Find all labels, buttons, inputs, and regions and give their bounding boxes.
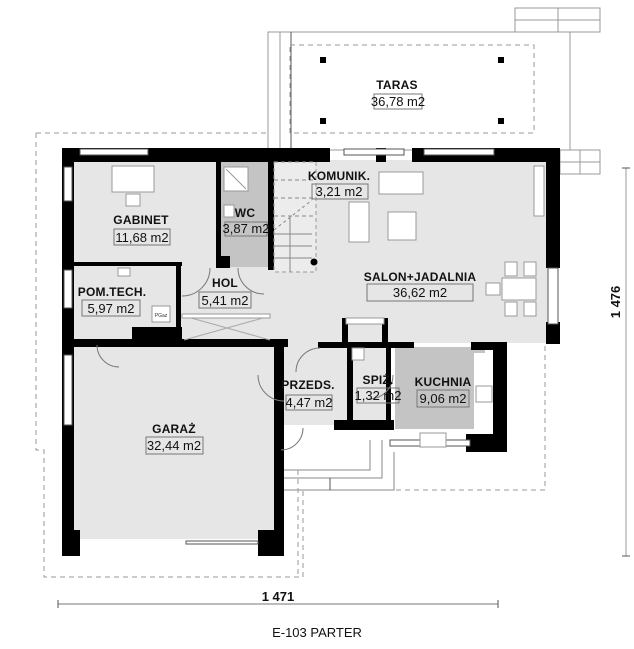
svg-text:WC: WC [235, 206, 256, 220]
staircase [273, 161, 318, 273]
room-pomtech: POM.TECH. 5,97 m2 [78, 285, 146, 317]
room-przeds: PRZEDS. 4,47 m2 [281, 378, 335, 411]
fridge [351, 347, 365, 361]
walls [62, 148, 560, 556]
room-salon: SALON+JADALNIA 36,62 m2 [364, 270, 477, 302]
furniture: PGaz [111, 165, 545, 448]
gas-boiler [151, 305, 171, 323]
cooktop [475, 385, 493, 403]
svg-text:3,21 m2: 3,21 m2 [316, 184, 363, 199]
doors [96, 267, 395, 577]
svg-text:4,47 m2: 4,47 m2 [286, 395, 333, 410]
svg-text:SALON+JADALNIA: SALON+JADALNIA [364, 270, 477, 284]
width-label: 1 471 [262, 589, 295, 604]
kitchen-floor [395, 347, 485, 429]
svg-text:5,97 m2: 5,97 m2 [88, 301, 135, 316]
room-wc: WC 3,87 m2 [223, 206, 270, 237]
room-taras: TARAS 36,78 m2 [371, 78, 425, 110]
coffee-table [387, 211, 417, 241]
sofa [378, 171, 424, 195]
plan-title: E-103 PARTER [272, 625, 362, 640]
depth-label: 1 476 [608, 286, 623, 319]
fireplace [345, 317, 385, 325]
svg-text:SPIŻ.: SPIŻ. [362, 372, 393, 387]
svg-text:GABINET: GABINET [113, 213, 169, 227]
svg-text:HOL: HOL [212, 276, 238, 290]
svg-text:11,68 m2: 11,68 m2 [115, 230, 168, 245]
gas-boiler-label: PGaz [155, 313, 168, 319]
desk [111, 165, 155, 193]
kitchen-sink [419, 432, 447, 448]
svg-text:POM.TECH.: POM.TECH. [78, 285, 146, 299]
room-garaz: GARAŻ 32,44 m2 [145, 421, 204, 455]
roof-outline [35, 132, 546, 578]
room-komunik: KOMUNIK. 3,21 m2 [308, 169, 370, 200]
svg-text:1,32 m2: 1,32 m2 [355, 388, 402, 403]
tv-unit [533, 165, 545, 217]
dining-table [501, 277, 537, 301]
svg-text:TARAS: TARAS [376, 78, 417, 92]
svg-text:32,44 m2: 32,44 m2 [147, 438, 201, 453]
sink [117, 267, 131, 277]
svg-text:GARAŻ: GARAŻ [152, 421, 196, 436]
room-hol: HOL 5,41 m2 [198, 276, 252, 309]
svg-text:9,06 m2: 9,06 m2 [420, 391, 467, 406]
svg-text:KUCHNIA: KUCHNIA [415, 375, 472, 389]
toilet [223, 204, 235, 218]
terrace [267, 7, 601, 175]
dimension-depth: 1 476 [608, 167, 630, 557]
svg-text:PRZEDS.: PRZEDS. [281, 378, 334, 392]
svg-text:36,62 m2: 36,62 m2 [393, 285, 447, 300]
svg-text:KOMUNIK.: KOMUNIK. [308, 169, 370, 183]
svg-text:36,78 m2: 36,78 m2 [371, 94, 425, 109]
room-labels: TARAS 36,78 m2 GABINET 11,68 m2 WC 3,87 … [78, 78, 477, 455]
svg-text:5,41 m2: 5,41 m2 [202, 293, 249, 308]
room-spiz: SPIŻ. 1,32 m2 [355, 372, 402, 404]
room-gabinet: GABINET 11,68 m2 [113, 213, 171, 246]
sofa-side [348, 201, 370, 243]
dimension-width: 1 471 [57, 589, 499, 608]
room-kuchnia: KUCHNIA 9,06 m2 [415, 375, 472, 408]
chair [125, 193, 141, 207]
svg-text:3,87 m2: 3,87 m2 [223, 221, 270, 236]
